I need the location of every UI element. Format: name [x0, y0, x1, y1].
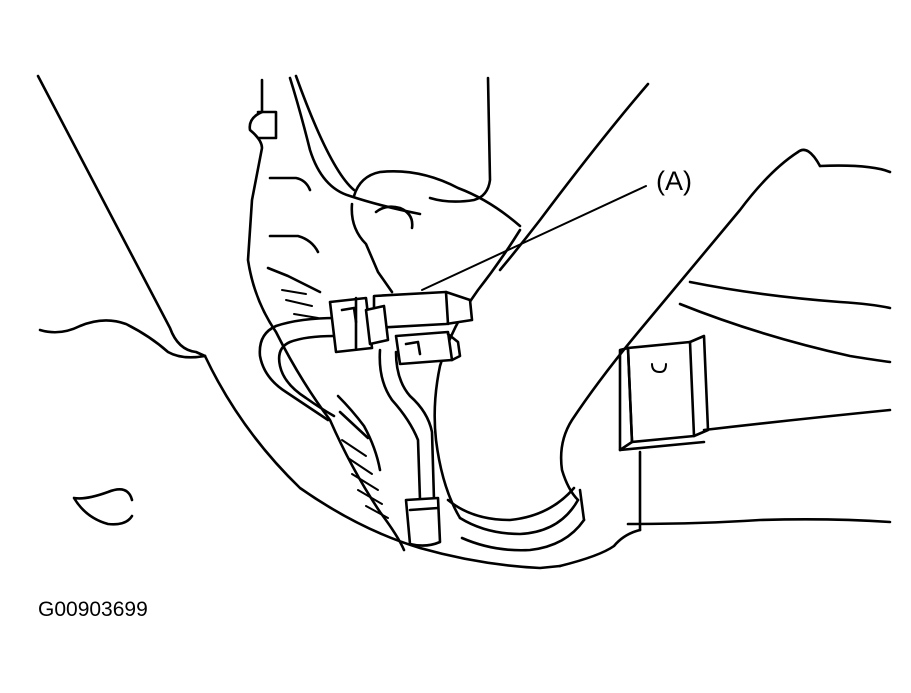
right-panel — [558, 280, 892, 568]
figure-id: G00903699 — [38, 598, 148, 621]
wire-harness — [258, 316, 389, 519]
left-body-panel — [36, 74, 562, 570]
mounting-hole — [72, 488, 134, 526]
connector-a — [328, 290, 474, 366]
engine-block — [246, 76, 422, 552]
upper-cover — [294, 74, 522, 294]
bracket — [618, 334, 710, 452]
frame-edge — [498, 82, 650, 272]
callout-label-a: (A) — [656, 166, 692, 196]
coolant-hose — [433, 148, 892, 552]
callout-leader-line — [421, 185, 647, 291]
lower-pipe — [378, 348, 442, 547]
